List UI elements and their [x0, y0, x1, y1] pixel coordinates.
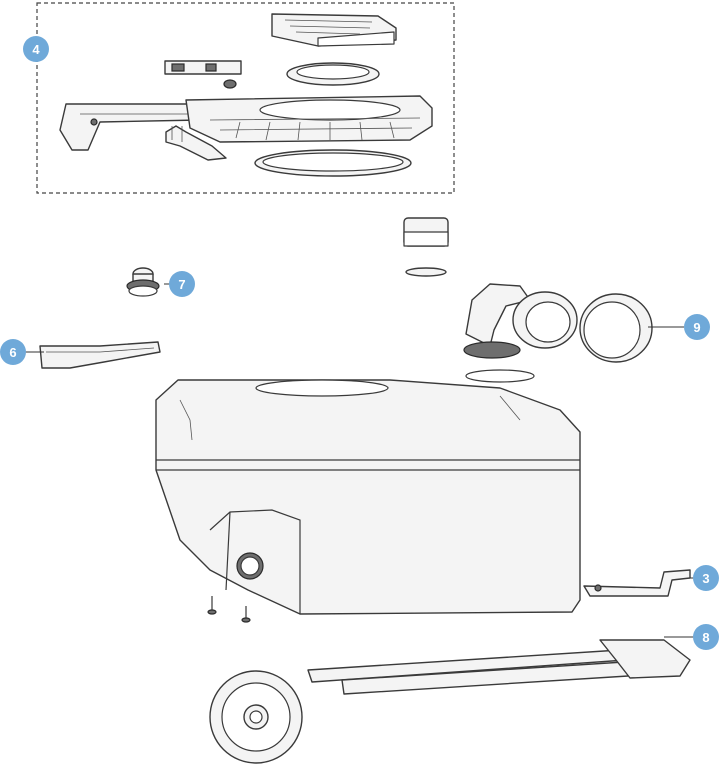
svg-text:3: 3	[702, 571, 709, 586]
upper-fitting-part	[403, 217, 449, 277]
callout-9: 9	[684, 314, 710, 340]
svg-text:8: 8	[702, 630, 709, 645]
valve-cap-part	[126, 267, 160, 297]
callout-3: 3	[693, 565, 719, 591]
callout-8: 8	[693, 624, 719, 650]
mounting-bracket-part	[583, 569, 691, 597]
callout-4: 4	[23, 36, 49, 62]
waste-tank-body	[155, 379, 581, 615]
elbow-pipe-part	[463, 283, 578, 383]
svg-text:7: 7	[178, 277, 185, 292]
svg-text:6: 6	[9, 345, 16, 360]
seal-ring-upper	[286, 62, 380, 86]
bracket-small-part	[165, 125, 227, 161]
pull-handle-part	[307, 639, 691, 695]
drain-cap-part	[579, 293, 653, 363]
svg-text:4: 4	[32, 42, 40, 57]
tank-screws	[207, 596, 251, 623]
wheel-part	[209, 670, 303, 764]
svg-text:9: 9	[693, 320, 700, 335]
lid-cover-part	[271, 13, 397, 47]
callout-6: 6	[0, 339, 26, 365]
seat-frame-part	[185, 95, 433, 143]
lever-part	[39, 341, 161, 369]
seal-ring-lower	[254, 149, 412, 177]
latch-part	[164, 60, 242, 89]
assembly-4-group-box	[36, 2, 455, 194]
callout-7: 7	[169, 271, 195, 297]
